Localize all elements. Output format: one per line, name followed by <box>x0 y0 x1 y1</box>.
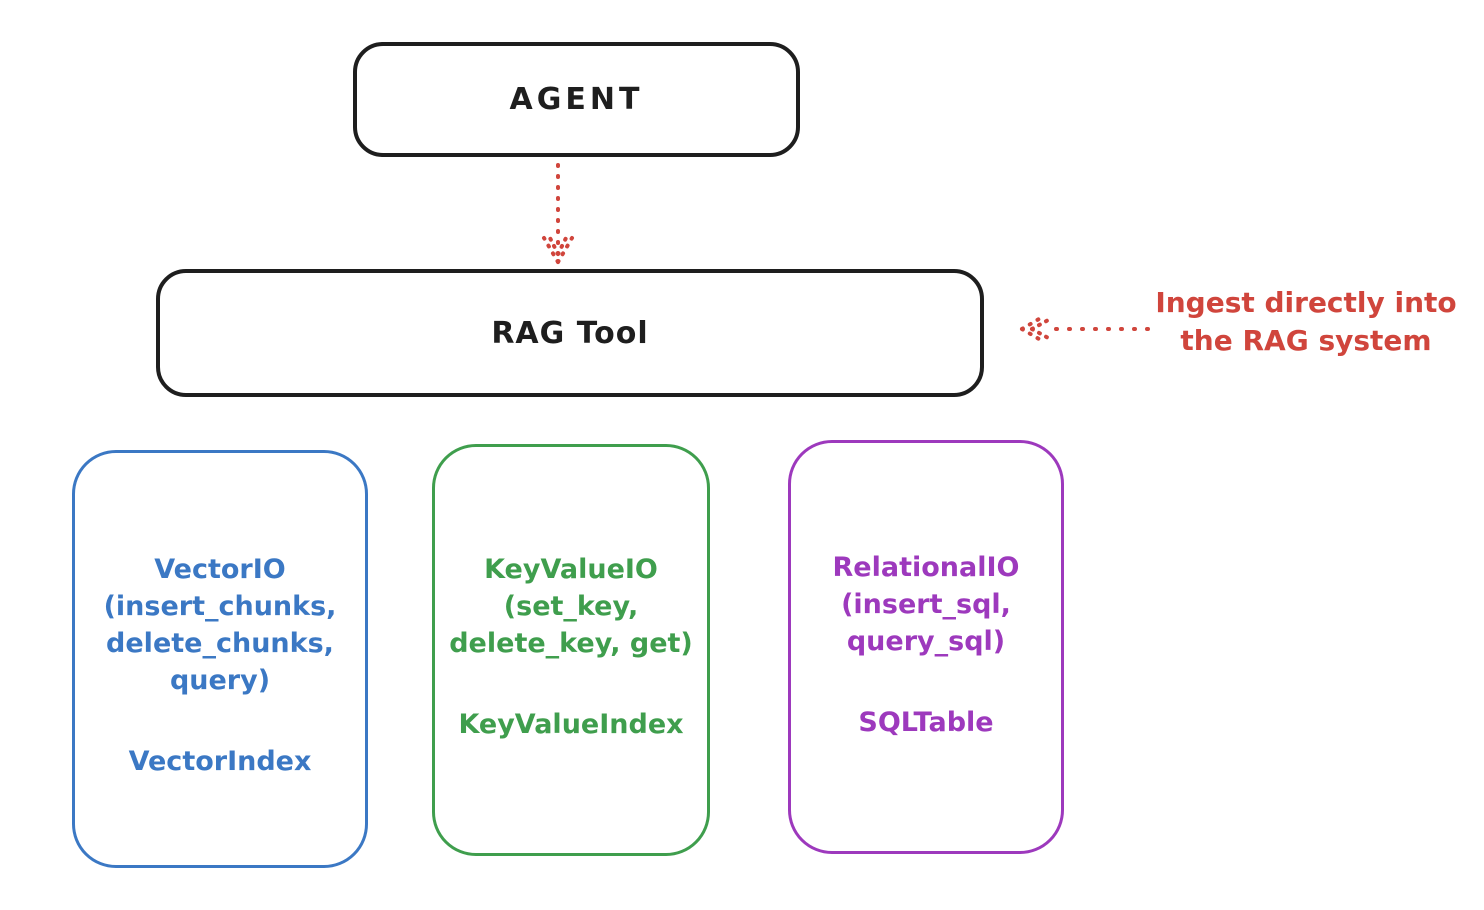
agent-to-rag-arrow <box>542 163 574 264</box>
storage-method-line: query_sql) <box>846 626 1006 657</box>
ingest-arrow <box>1020 314 1150 344</box>
rag-tool-label: RAG Tool <box>491 315 649 351</box>
storage-method-line: delete_chunks, <box>106 628 334 659</box>
storage-index-label: VectorIndex <box>128 746 312 777</box>
storage-box-vectorio: VectorIO (insert_chunks, delete_chunks, … <box>72 450 368 868</box>
storage-box-name: VectorIO <box>154 554 286 585</box>
storage-method-line: (insert_sql, <box>841 589 1011 620</box>
ingest-annotation: Ingest directly into the RAG system <box>1128 284 1484 360</box>
agent-node: AGENT <box>353 42 800 157</box>
storage-method-line: query) <box>169 665 271 696</box>
storage-method-line: delete_key, get) <box>449 628 693 659</box>
ingest-annotation-line2: the RAG system <box>1180 324 1432 357</box>
agent-label: AGENT <box>509 82 644 117</box>
storage-box-name: RelationalIO <box>832 552 1020 583</box>
storage-box-relationalio: RelationalIO (insert_sql, query_sql) SQL… <box>788 440 1064 854</box>
storage-method-line: (set_key, <box>503 591 639 622</box>
rag-tool-node: RAG Tool <box>156 269 984 397</box>
storage-box-name: KeyValueIO <box>484 554 658 585</box>
storage-index-label: SQLTable <box>858 707 994 738</box>
storage-box-keyvalueio: KeyValueIO (set_key, delete_key, get) Ke… <box>432 444 710 856</box>
storage-method-line: (insert_chunks, <box>103 591 337 622</box>
storage-index-label: KeyValueIndex <box>458 709 684 740</box>
ingest-annotation-line1: Ingest directly into <box>1155 286 1457 319</box>
